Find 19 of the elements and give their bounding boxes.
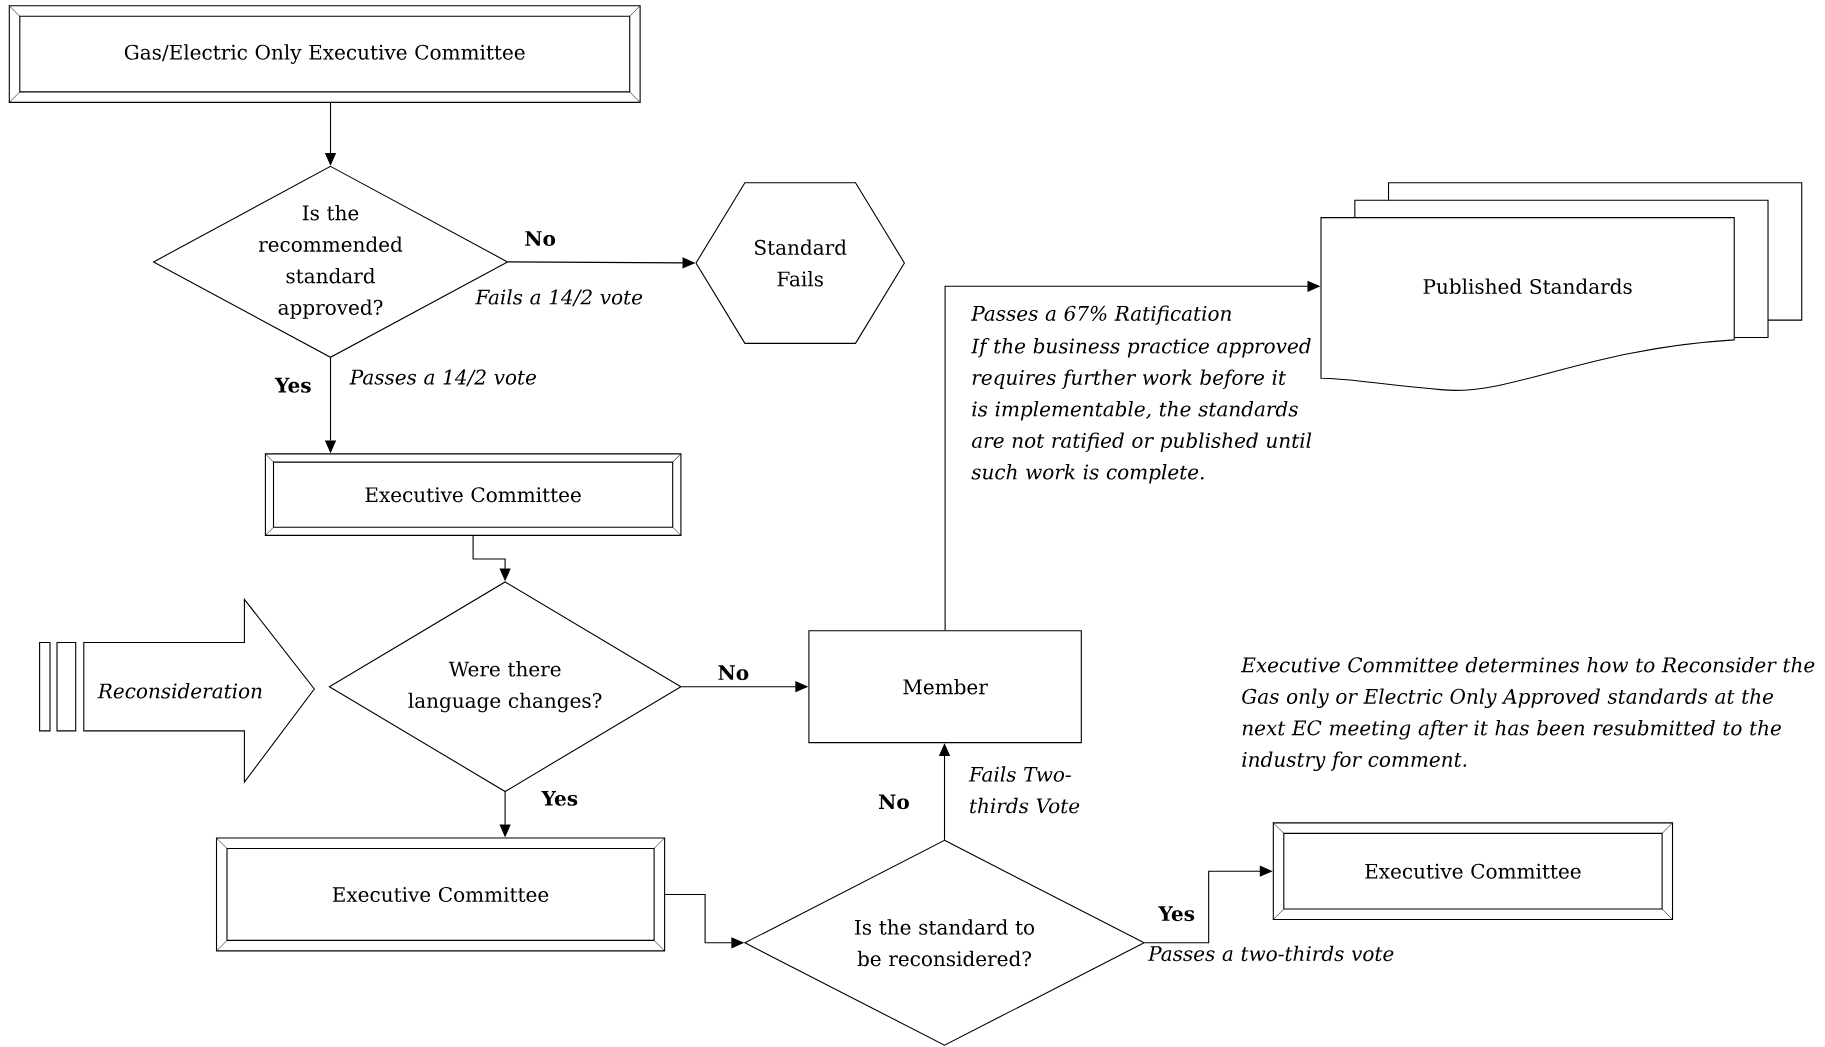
note-text: Executive Committee determines how to Reconsider the Gas only or Electric Only Approved standards at the next EC meeting after it has been resubmitted to the industry for comment. xyxy=(1240,656,1815,772)
edge-label: Yes xyxy=(274,376,313,394)
annotation-text: If the business practice approved requires further work before it is implementable, the standards are not ratified or published until such work is complete. xyxy=(970,338,1312,484)
annotation-text: Passes a 14/2 vote xyxy=(349,369,536,387)
edge-label: No xyxy=(523,230,557,247)
annotation-text: Passes a two-thirds vote xyxy=(1147,945,1394,962)
edge-label: No xyxy=(877,793,911,811)
process-box: Executive Committee xyxy=(264,453,682,536)
edge-label: No xyxy=(716,664,751,682)
annotation-text: Fails a 14/2 vote xyxy=(475,289,643,307)
document-stack: Published Standards xyxy=(1320,182,1803,391)
annotation-text: Fails Two-thirds Vote xyxy=(968,766,1080,814)
process-box: Executive Committee xyxy=(215,837,666,952)
annotation-text: Passes a 67% Ratification xyxy=(970,305,1231,325)
terminator-hexagon: Standard Fails xyxy=(695,182,906,344)
process-box: Gas/Electric Only Executive Committee xyxy=(8,5,641,103)
edge-label: Yes xyxy=(1157,905,1196,923)
process-box: Executive Committee xyxy=(1272,822,1674,921)
process-box: Member xyxy=(808,630,1082,744)
